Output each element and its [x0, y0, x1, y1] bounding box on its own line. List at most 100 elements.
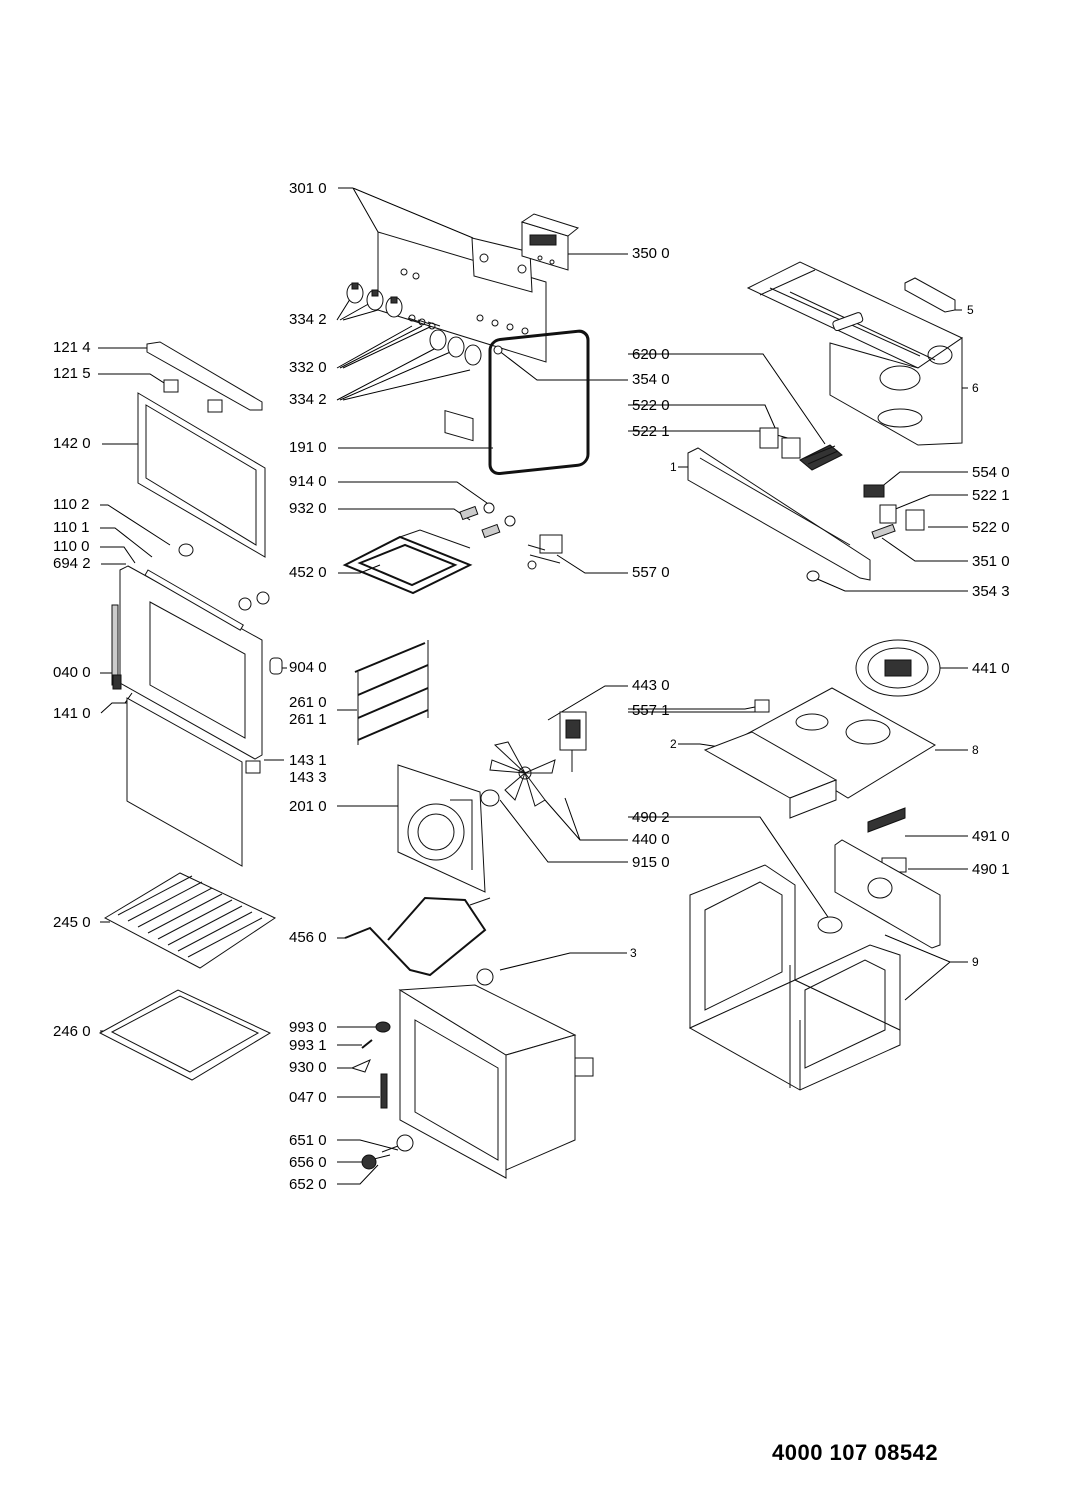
- callout-441-0: 441 0: [972, 660, 1010, 677]
- fan-nut-part: [480, 789, 500, 807]
- callout-334-2-lower: 334 2: [289, 391, 327, 408]
- connector-parts: [806, 523, 896, 582]
- callout-3: 3: [630, 946, 637, 960]
- callout-522-0-lower: 522 0: [972, 519, 1010, 536]
- thermostat-part: [527, 534, 563, 570]
- callout-354-0: 354 0: [632, 371, 670, 388]
- deflector-part-2: [703, 731, 838, 819]
- callout-656-0: 656 0: [289, 1154, 327, 1171]
- callout-142-0: 142 0: [53, 435, 91, 452]
- callout-554-0: 554 0: [972, 464, 1010, 481]
- callout-651-0: 651 0: [289, 1132, 327, 1149]
- callout-932-0: 932 0: [289, 500, 327, 517]
- lamp-assembly-part: [361, 1134, 414, 1170]
- callout-8: 8: [972, 743, 979, 757]
- oven-rack-part: [103, 872, 277, 969]
- callout-191-0: 191 0: [289, 439, 327, 456]
- door-clips-part: [163, 379, 223, 413]
- fan-motor-part: [559, 711, 587, 772]
- callout-040-0: 040 0: [53, 664, 91, 681]
- callout-9: 9: [972, 955, 979, 969]
- top-casing-part: [746, 261, 964, 446]
- outer-casing-part-9: [688, 864, 901, 1091]
- callout-201-0: 201 0: [289, 798, 327, 815]
- fan-blade-part: [489, 741, 556, 807]
- callout-522-1-upper: 522 1: [632, 423, 670, 440]
- knob-spindles: [407, 314, 441, 330]
- shelf-runners-part: [354, 640, 429, 745]
- callout-110-0: 110 0: [53, 538, 90, 555]
- door-top-trim-part: [146, 341, 263, 411]
- callout-121-5: 121 5: [53, 365, 91, 382]
- callout-334-2-upper: 334 2: [289, 311, 327, 328]
- callout-143-1: 143 1: [289, 752, 327, 769]
- knob-set-upper: [346, 282, 403, 318]
- callout-354-3: 354 3: [972, 583, 1010, 600]
- callout-110-1: 110 1: [53, 519, 90, 536]
- callout-5: 5: [967, 303, 974, 317]
- side-panel-parts: [834, 807, 941, 949]
- callout-557-1: 557 1: [632, 702, 670, 719]
- document-number: 4000 107 08542: [772, 1440, 939, 1465]
- grill-element-part: [342, 529, 473, 595]
- callout-904-0: 904 0: [289, 659, 327, 676]
- back-panel-part: [397, 764, 486, 893]
- control-panel-part: [377, 231, 547, 442]
- callout-141-0: 141 0: [53, 705, 91, 722]
- door-hinge-washers: [178, 543, 270, 611]
- callout-914-0: 914 0: [289, 473, 327, 490]
- callout-456-0: 456 0: [289, 929, 327, 946]
- baking-tray-part: [98, 989, 272, 1081]
- mounting-bracket-part-1: [687, 447, 871, 581]
- callout-440-0: 440 0: [632, 831, 670, 848]
- switch-parts: [759, 427, 925, 531]
- callout-930-0: 930 0: [289, 1059, 327, 1076]
- leader-lines: [98, 187, 968, 1185]
- hinge-parts: [245, 657, 283, 774]
- callout-915-0: 915 0: [632, 854, 670, 871]
- callout-121-4: 121 4: [53, 339, 91, 356]
- callout-993-0: 993 0: [289, 1019, 327, 1036]
- callout-490-1: 490 1: [972, 861, 1010, 878]
- callout-620-0: 620 0: [632, 346, 670, 363]
- callout-261-1: 261 1: [289, 711, 327, 728]
- door-seal-part: [488, 329, 590, 476]
- callout-047-0: 047 0: [289, 1089, 327, 1106]
- callout-332-0: 332 0: [289, 359, 327, 376]
- callout-491-0: 491 0: [972, 828, 1010, 845]
- callout-557-0: 557 0: [632, 564, 670, 581]
- cavity-small-parts: [350, 1021, 391, 1109]
- callout-452-0: 452 0: [289, 564, 327, 581]
- callout-522-0-upper: 522 0: [632, 397, 670, 414]
- callout-993-1: 993 1: [289, 1037, 327, 1054]
- callout-522-1-lower: 522 1: [972, 487, 1010, 504]
- callout-6: 6: [972, 381, 979, 395]
- bottom-element-part: [344, 896, 491, 977]
- terminal-block-part: [799, 444, 843, 471]
- callout-246-0: 246 0: [53, 1023, 91, 1040]
- outer-glass-part: [137, 392, 266, 558]
- element-connectors: [459, 502, 516, 539]
- callout-490-2: 490 2: [632, 809, 670, 826]
- callout-351-0: 351 0: [972, 553, 1010, 570]
- display-module-part: [520, 213, 580, 271]
- indicator-lamp-part: [493, 345, 503, 355]
- callout-245-0: 245 0: [53, 914, 91, 931]
- callout-350-0: 350 0: [632, 245, 670, 262]
- inner-glass-part: [126, 697, 243, 867]
- fan-assembly-part: [855, 639, 941, 697]
- callout-1: 1: [670, 460, 677, 474]
- inner-door-frame-part: [111, 565, 263, 760]
- callout-143-3: 143 3: [289, 769, 327, 786]
- callout-110-2: 110 2: [53, 496, 90, 513]
- callout-694-2: 694 2: [53, 555, 91, 572]
- callout-652-0: 652 0: [289, 1176, 327, 1193]
- callout-443-0: 443 0: [632, 677, 670, 694]
- knob-set-lower: [429, 329, 482, 366]
- callout-261-0: 261 0: [289, 694, 327, 711]
- callout-2: 2: [670, 737, 677, 751]
- bracket-part-5: [904, 277, 956, 313]
- callout-301-0: 301 0: [289, 180, 327, 197]
